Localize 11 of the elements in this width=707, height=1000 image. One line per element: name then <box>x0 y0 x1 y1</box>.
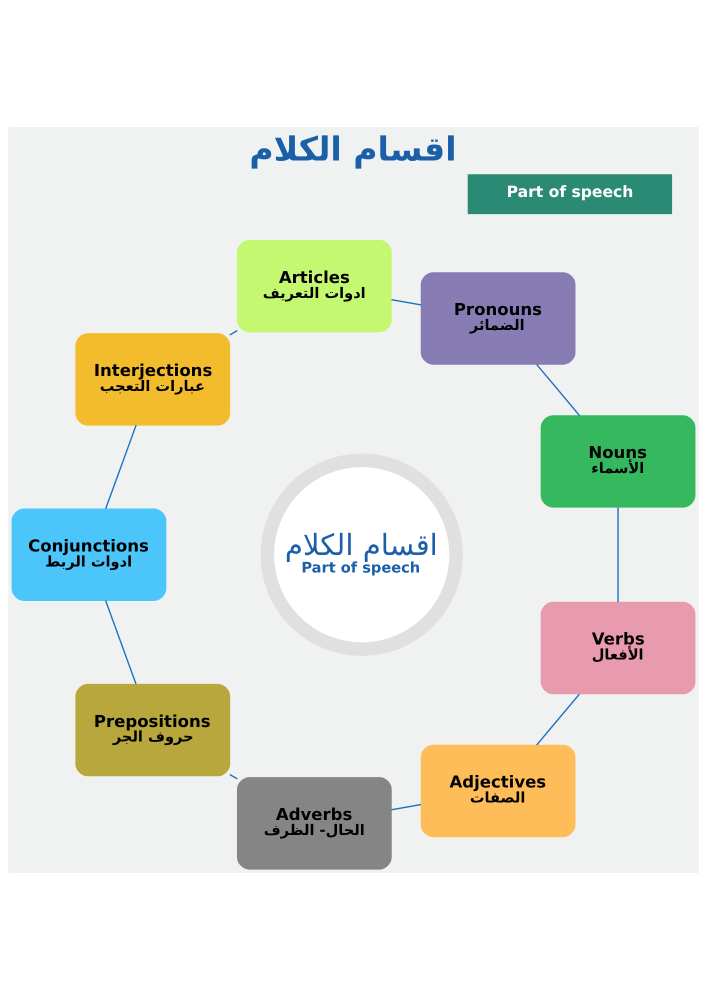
connector <box>105 424 137 509</box>
connector <box>229 330 238 336</box>
connector <box>391 299 422 306</box>
connector <box>391 804 422 810</box>
connector <box>536 364 580 416</box>
connector <box>104 600 137 684</box>
connector <box>536 694 580 746</box>
node-box: Part of speech <box>468 174 672 214</box>
diagram-title: اقسام الكلام <box>249 129 457 168</box>
connector <box>617 508 619 602</box>
connector <box>229 774 238 780</box>
